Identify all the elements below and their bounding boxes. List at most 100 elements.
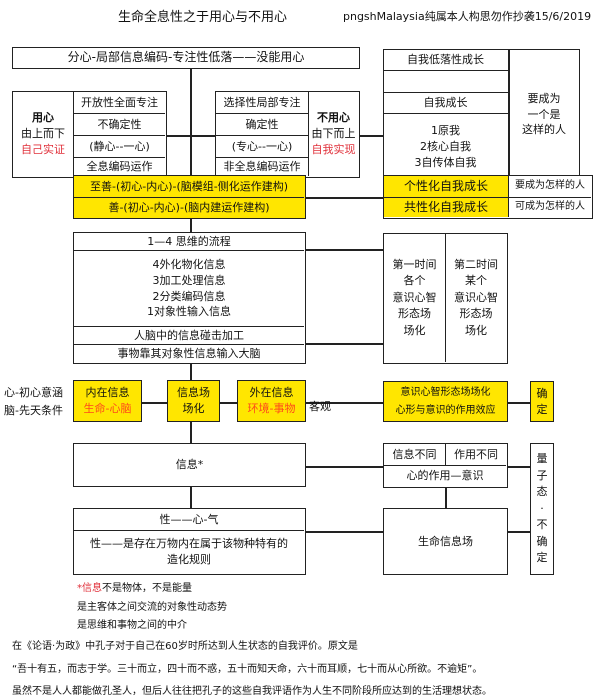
info-field: 信息场 场化 — [167, 380, 220, 422]
mind-line: 心形与意识的作用效应 — [395, 404, 496, 416]
buyongxin-row: (专心--一心) — [216, 135, 308, 157]
time-line: 场化 — [403, 323, 426, 337]
outer-info: 外在信息 环境-事物 — [237, 380, 306, 422]
mind-role: 心的作用—意识 — [384, 465, 506, 486]
process-step: 4外化物化信息 — [152, 257, 226, 271]
process-header: 1—4 思维的流程 — [147, 234, 231, 248]
time-line: 形态场 — [459, 307, 493, 321]
quantum-char: 量 — [536, 452, 548, 466]
yongxin-label: 用心 由上而下 自己实证 — [13, 92, 73, 176]
good-row: 至善-(初心-内心)-(脑模组-侧化运作建构) — [89, 179, 289, 193]
yongxin-title: 用心 — [32, 111, 54, 125]
footer-line: “吾十有五，而志于学。三十而立，四十而不惑，五十而知天命，六十而耳顺，七十而从心… — [12, 664, 483, 675]
self-item: 1原我 — [431, 124, 460, 138]
credit: pngshMalaysia纯属本人构思勿作抄袭15/6/2019 — [343, 10, 592, 23]
buyongxin-sub: 由下而上 — [311, 127, 356, 141]
note-2: 是主客体之间交流的对象性动态势 — [77, 602, 227, 613]
certain-char: 确 — [536, 386, 548, 400]
process-row: 事物靠其对象性信息输入大脑 — [74, 344, 304, 362]
growth-type: 共性化自我成长 — [384, 197, 508, 217]
mind-field: 意识心智形态场场化 心形与意识的作用效应 — [383, 381, 508, 422]
connector — [306, 249, 383, 251]
self-item: 3自传体自我 — [414, 155, 477, 169]
nature-box: 性——心-气 性——是存在万物内在属于该物种特有的 造化规则 — [73, 508, 306, 575]
outer-red: 环境-事物 — [247, 402, 296, 415]
left-label: 脑-先天条件 — [4, 404, 63, 417]
yongxin-row: (静心--一心) — [73, 135, 165, 157]
quantum-char: · — [540, 501, 544, 515]
top-bar: 分心-局部信息编码-专注性低落——没能用心 — [12, 47, 360, 69]
title: 生命全息性之于用心与不用心 — [118, 10, 288, 25]
inner-red: 生命-心脑 — [83, 402, 132, 415]
note-rest: 不是物体，不是能量 — [102, 583, 192, 594]
second-time: 第二时间某个意识心智形态场场化 — [445, 234, 506, 362]
inner-info: 内在信息 生命-心脑 — [73, 380, 142, 422]
left-label: 心-初心意涵 — [4, 386, 63, 399]
time-line: 各个 — [403, 274, 426, 288]
good-row: 善-(初心-内心)-(脑内建运作建构) — [74, 197, 304, 217]
objective-label: 客观 — [309, 400, 331, 413]
footer-line: 在《论语·为政》中孔子对于自己在60岁时所达到人生状态的自我评价。原文是 — [12, 641, 358, 652]
time-line: 第二时间 — [454, 257, 498, 271]
growth-note: 要成为怎样的人 — [508, 176, 591, 197]
process-box: 1—4 思维的流程 4外化物化信息 3加工处理信息 2分类编码信息 1对象性输入… — [73, 232, 306, 364]
buyongxin-red: 自我实现 — [311, 142, 356, 156]
become-line: 要成为 — [527, 91, 561, 105]
time-line: 某个 — [465, 274, 487, 288]
connector — [445, 488, 447, 508]
effect-diff: 作用不同 — [445, 444, 506, 465]
connector — [167, 135, 215, 137]
quantum-box: 量子态 · 不确定 — [530, 443, 554, 575]
become-line: 一个是 — [527, 107, 561, 121]
quantum-char: 态 — [536, 485, 548, 499]
buyongxin-title: 不用心 — [317, 111, 350, 125]
yongxin-row: 不确定性 — [73, 113, 165, 135]
buyongxin-row: 确定性 — [216, 113, 308, 135]
process-step: 2分类编码信息 — [152, 289, 226, 303]
buyongxin-box: 选择性局部专注 确定性 (专心--一心) 非全息编码运作 不用心 由下而上 自我… — [215, 91, 360, 178]
time-line: 意识心智 — [454, 290, 498, 304]
time-line: 场化 — [465, 323, 487, 337]
note-3: 是思维和事物之间的中介 — [77, 620, 187, 631]
buyongxin-row: 选择性局部专注 — [223, 95, 301, 109]
nature-top: 性——心-气 — [159, 512, 219, 526]
quantum-char: 子 — [536, 468, 548, 482]
become-line: 这样的人 — [522, 123, 566, 137]
divider — [508, 49, 510, 180]
quantum-char: 不 — [536, 518, 548, 532]
certain-box: 确 定 — [530, 381, 554, 422]
quantum-char: 定 — [536, 551, 548, 565]
yongxin-sub: 由上而下 — [21, 127, 65, 141]
inner-title: 内在信息 — [85, 386, 130, 400]
note-star: *信息 — [77, 583, 102, 594]
buyongxin-label: 不用心 由下而上 自我实现 — [308, 92, 358, 176]
outer-title: 外在信息 — [249, 386, 294, 400]
nature-body: 性——是存在万物内在属于该物种特有的 造化规则 — [74, 530, 304, 573]
quantum-char: 确 — [536, 534, 548, 548]
process-step: 3加工处理信息 — [152, 273, 226, 287]
connector — [306, 343, 383, 345]
process-step: 1对象性输入信息 — [147, 305, 231, 319]
footer-line: 虽然不是人人都能做孔圣人，但后人往往把孔子的这些自我评语作为人生不同阶段所应达到… — [12, 686, 492, 697]
mind-role-box: 信息不同 作用不同 心的作用—意识 — [383, 443, 508, 488]
time-line: 意识心智 — [392, 290, 437, 304]
yongxin-box: 用心 由上而下 自己实证 开放性全面专注 不确定性 (静心--一心) 全息编码运… — [12, 91, 167, 178]
yongxin-row: 开放性全面专注 — [73, 92, 165, 113]
good-box: 至善-(初心-内心)-(脑模组-侧化运作建构) 善-(初心-内心)-(脑内建运作… — [73, 175, 306, 219]
nature-line: 性——是存在万物内在属于该物种特有的 — [90, 537, 288, 551]
growth-type: 个性化自我成长 — [384, 176, 508, 197]
self-growth: 自我成长 — [383, 92, 508, 114]
info-diff: 信息不同 — [392, 447, 437, 461]
time-box: 第一时间各个意识心智形态场场化 第二时间某个意识心智形态场场化 — [383, 233, 508, 364]
buyongxin-row: 非全息编码运作 — [216, 157, 308, 176]
become-person: 要成为 一个是 这样的人 — [508, 49, 580, 180]
yongxin-red: 自己实证 — [21, 142, 65, 156]
low-growth: 自我低落性成长 — [383, 49, 508, 71]
first-time: 第一时间各个意识心智形态场场化 — [384, 234, 445, 362]
note-1: *信息不是物体，不是能量 — [77, 579, 192, 594]
growth-type-box: 个性化自我成长 要成为怎样的人 共性化自我成长 可成为怎样的人 — [383, 175, 593, 219]
time-line: 第一时间 — [392, 257, 437, 271]
growth-note: 可成为怎样的人 — [508, 197, 591, 217]
connector — [142, 402, 530, 404]
